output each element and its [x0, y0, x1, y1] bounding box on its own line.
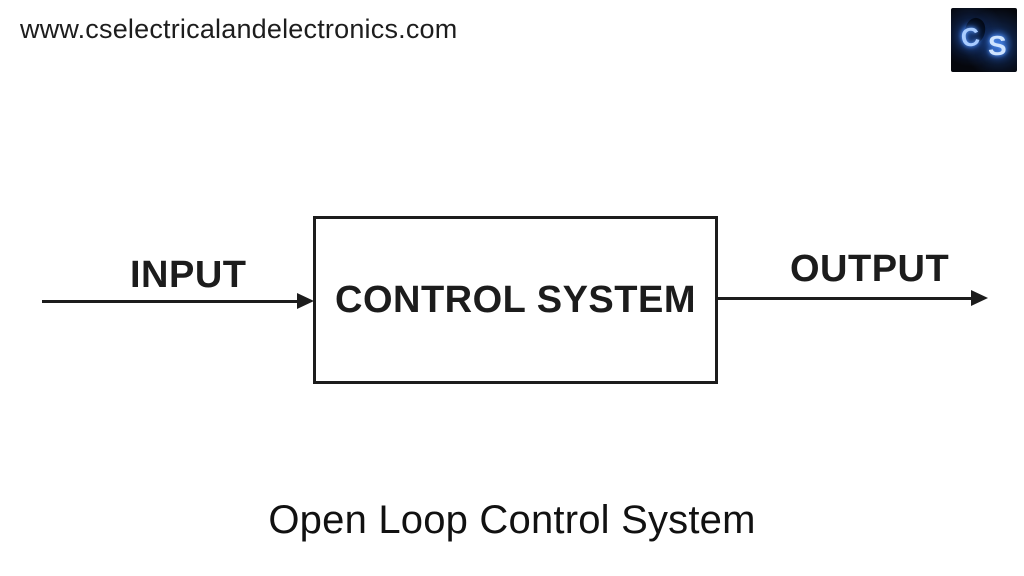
caption-title: Open Loop Control System	[268, 498, 756, 542]
channel-logo: C S	[951, 8, 1017, 72]
output-arrow-line	[718, 297, 973, 300]
input-label: INPUT	[130, 254, 247, 296]
output-label: OUTPUT	[790, 248, 950, 290]
control-system-box: CONTROL SYSTEM	[313, 216, 718, 384]
input-arrow-line	[42, 300, 300, 303]
logo-letter-c: C	[958, 20, 982, 54]
site-url-text: www.cselectricalandelectronics.com	[20, 14, 458, 44]
input-arrowhead-icon	[297, 293, 314, 309]
output-arrowhead-icon	[971, 290, 988, 306]
logo-letter-s: S	[988, 30, 1007, 61]
control-system-label: CONTROL SYSTEM	[335, 278, 696, 321]
